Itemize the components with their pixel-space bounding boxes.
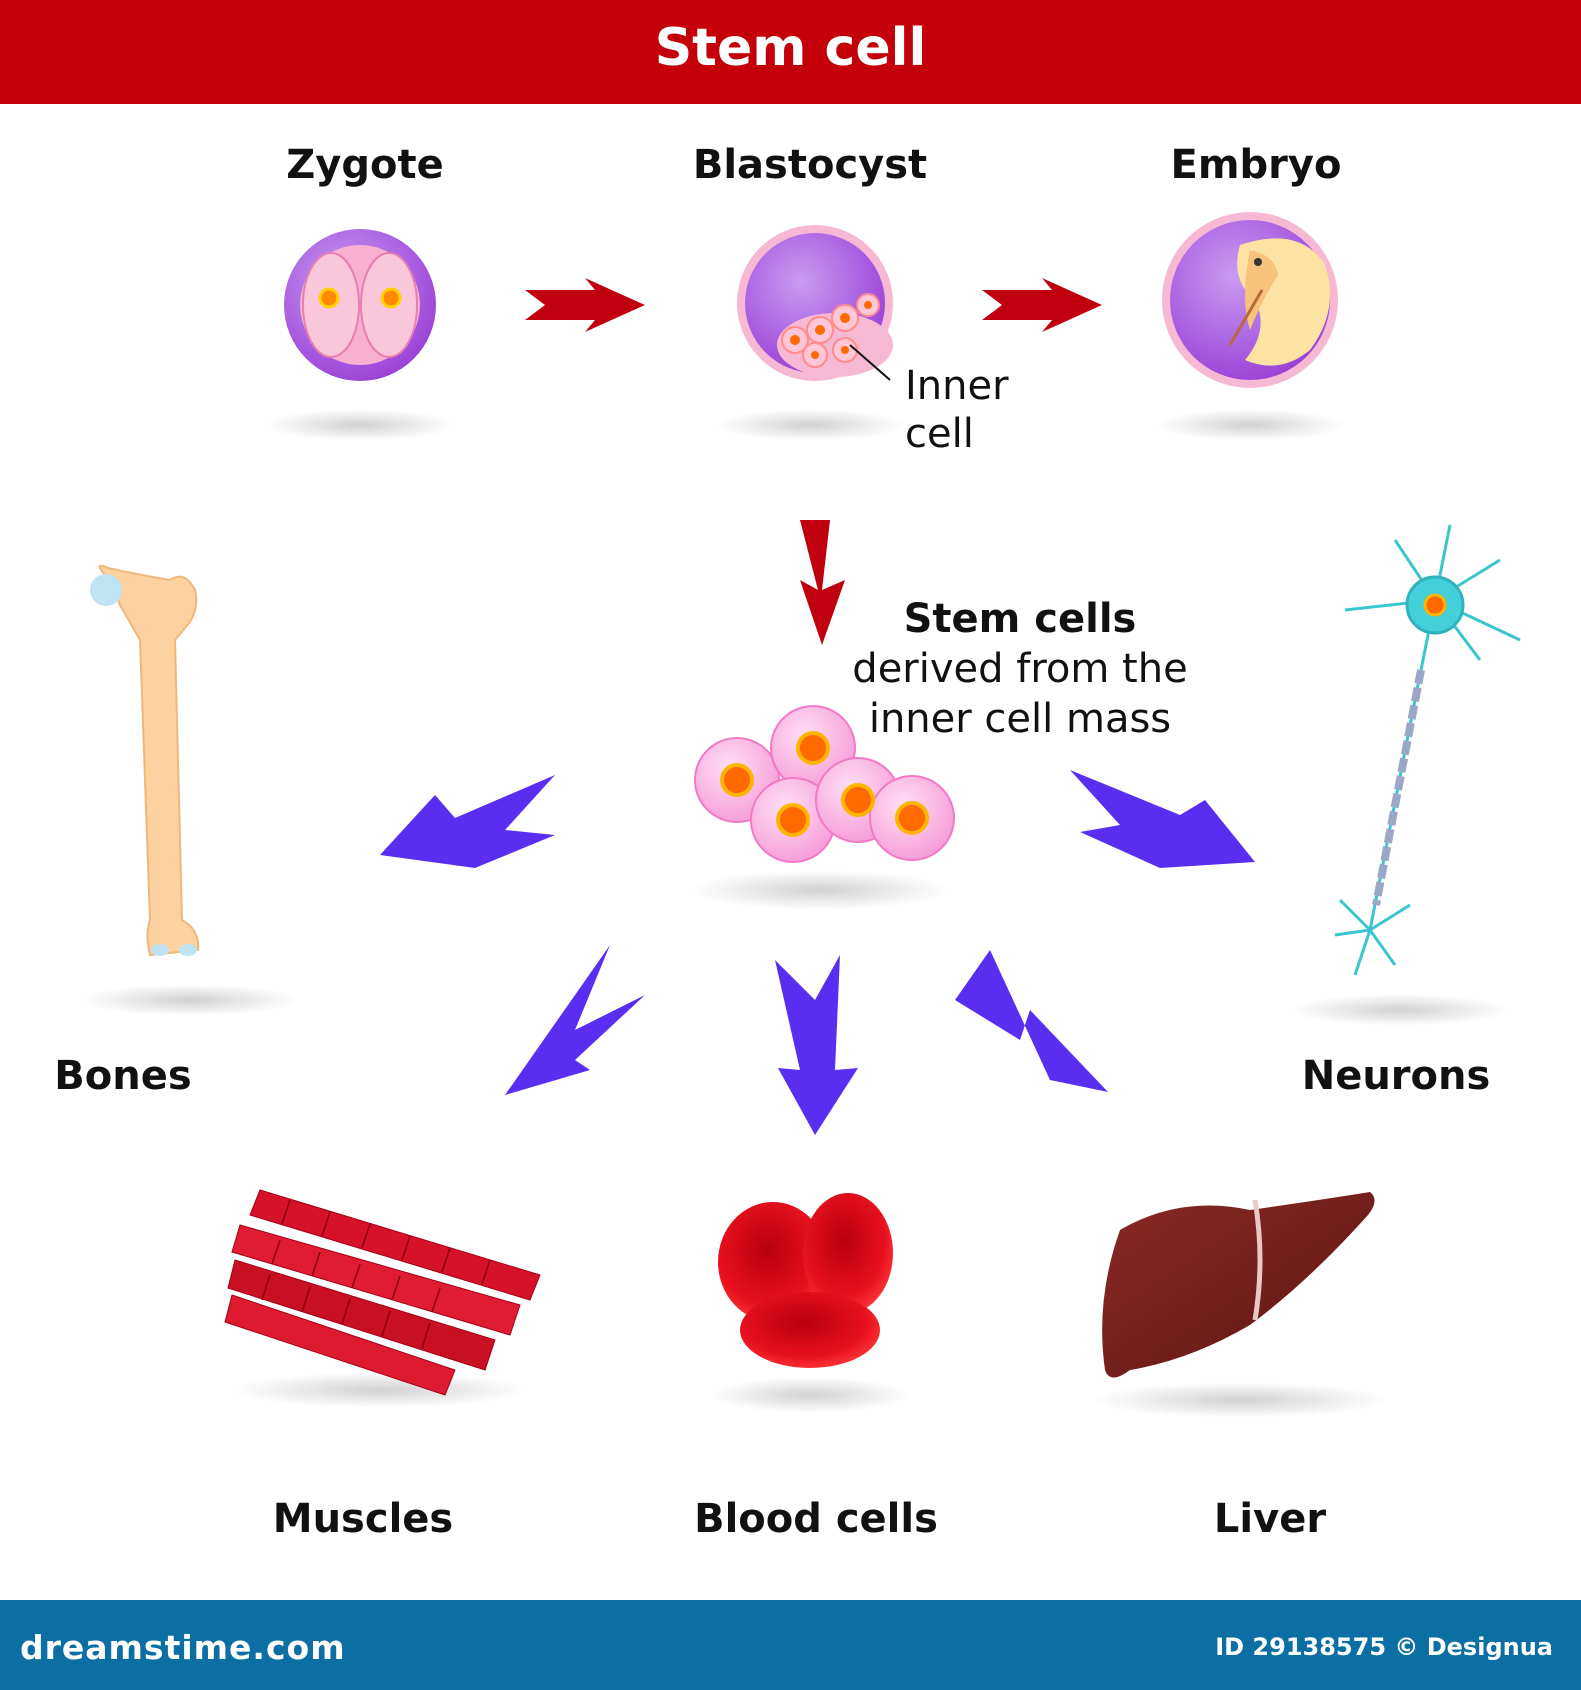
arrow-to-muscles	[505, 945, 645, 1095]
arrow-to-liver	[955, 950, 1108, 1092]
bone-icon	[90, 564, 200, 957]
label-blood-cells: Blood cells	[694, 1496, 938, 1542]
label-neurons: Neurons	[1301, 1053, 1491, 1099]
label-muscles: Muscles	[272, 1496, 454, 1542]
red-blood-cells-icon	[718, 1193, 893, 1368]
inner-cell-note-line2: cell	[905, 411, 974, 457]
label-embryo: Embryo	[1170, 142, 1342, 188]
arrow-to-blood-cells	[775, 955, 858, 1135]
inner-cell-note: Inner cell	[905, 362, 1009, 458]
footer-bar	[0, 1600, 1581, 1690]
muscle-fibers-icon	[224, 1189, 541, 1396]
liver-icon	[1102, 1192, 1375, 1378]
stem-cells-line2: inner cell mass	[868, 696, 1172, 742]
neuron-icon	[1334, 524, 1521, 976]
footer-credit: ID 29138575 © Designua	[1215, 1633, 1553, 1661]
stem-cells-line1: derived from the	[852, 646, 1188, 692]
embryo-cell-icon	[1162, 212, 1338, 388]
inner-cell-note-line1: Inner	[905, 363, 1009, 409]
title-bar	[0, 0, 1581, 104]
label-zygote: Zygote	[286, 142, 444, 188]
footer-site: dreamstime.com	[20, 1628, 346, 1667]
label-liver: Liver	[1213, 1496, 1327, 1542]
stem-cell-cluster-icon	[694, 705, 955, 863]
label-blastocyst: Blastocyst	[692, 142, 928, 188]
arrow-to-bones	[380, 775, 555, 868]
blastocyst-cell-icon	[737, 225, 893, 381]
page-title: Stem cell	[654, 18, 927, 78]
zygote-cell-icon	[284, 229, 436, 381]
arrow-blastocyst-to-embryo	[982, 278, 1102, 332]
arrow-to-neurons	[1070, 770, 1255, 868]
arrow-zygote-to-blastocyst	[525, 278, 645, 332]
label-bones: Bones	[54, 1053, 192, 1099]
stem-cells-title: Stem cells	[903, 596, 1137, 642]
stem-cells-caption: Stem cells derived from the inner cell m…	[760, 594, 1280, 744]
arrow-to-stem-cells	[800, 520, 845, 645]
